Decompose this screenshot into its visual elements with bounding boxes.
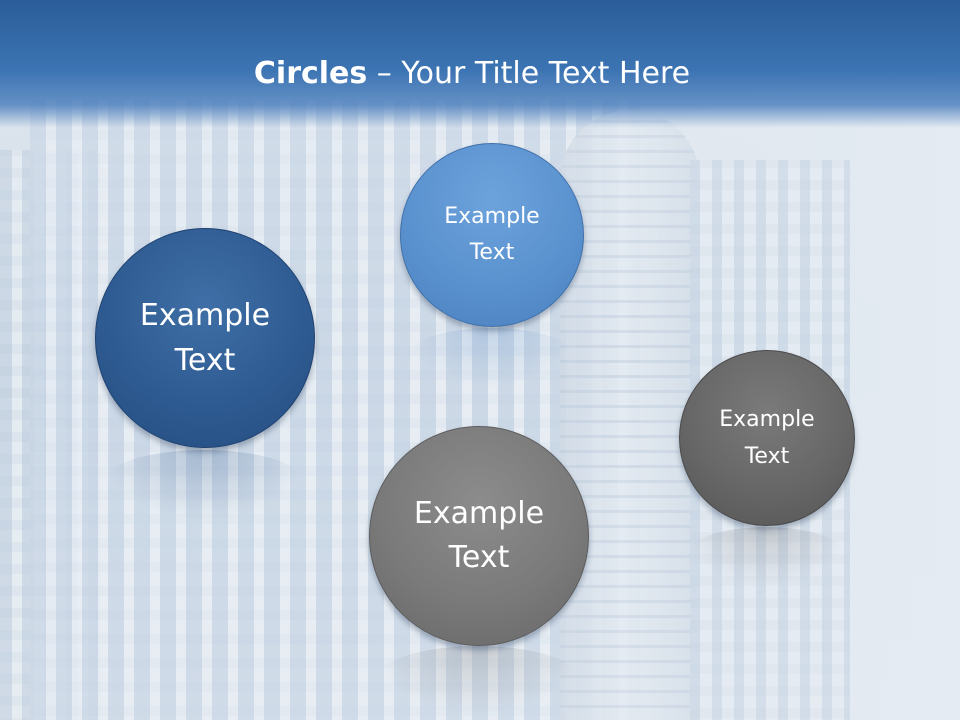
circle-dark-grey[interactable]: Example Text [679,350,855,526]
slide-title[interactable]: Circles – Your Title Text Here [0,52,944,96]
circle-label: Example Text [139,298,271,378]
slide-title-bold: Circles [253,56,368,91]
circle-label: Example Text [413,496,545,575]
circle-dark-blue[interactable]: Example Text [95,228,315,448]
circle-label: Example Text [444,204,540,265]
slide-title-rest: – Your Title Text Here [367,56,691,91]
circle-mid-grey[interactable]: Example Text [369,426,589,646]
circle-label: Example Text [719,407,815,469]
circle-light-blue[interactable]: Example Text [400,143,584,327]
title-band [0,0,960,128]
